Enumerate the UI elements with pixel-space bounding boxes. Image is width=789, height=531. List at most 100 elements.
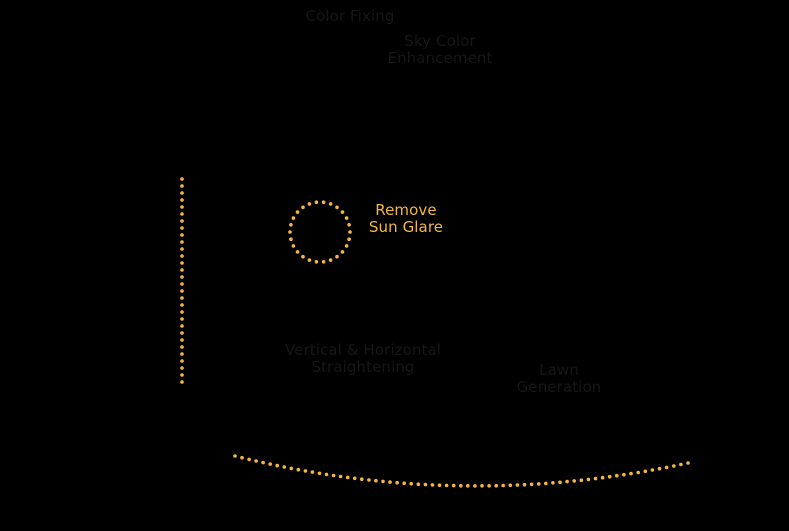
guide-dot (289, 466, 294, 471)
guide-dot (345, 475, 350, 480)
guide-dot (180, 366, 184, 370)
guide-dot (344, 216, 349, 220)
guide-dot (301, 205, 305, 210)
guide-dot (473, 484, 477, 488)
guide-dot (466, 484, 470, 488)
guide-dot (275, 463, 280, 468)
guide-dot (451, 483, 456, 488)
guide-dot (180, 352, 184, 356)
guide-dot (536, 482, 541, 486)
guide-dot (335, 254, 339, 259)
guide-dot (314, 260, 319, 264)
sun-glare-dotted-circle (288, 200, 352, 264)
guide-dot (335, 205, 339, 210)
guide-dot (180, 275, 184, 279)
guide-dot (314, 200, 319, 204)
guide-dot (586, 477, 591, 482)
feature-vertical-horizontal-straightening[interactable]: Vertical & Horizontal Straightening (284, 341, 442, 376)
guide-dot (291, 216, 296, 220)
guide-dot (444, 483, 449, 488)
guide-dot (180, 184, 184, 188)
horizon-dotted-curve (233, 454, 690, 488)
guide-dot (289, 223, 293, 227)
guide-dot (180, 303, 184, 307)
guide-dot (321, 200, 326, 204)
guide-dot (600, 475, 605, 480)
guide-dot (409, 481, 414, 486)
guide-dot (295, 250, 300, 254)
guide-dot (664, 465, 669, 470)
guide-dot (615, 473, 619, 478)
guide-dot (233, 454, 237, 458)
guide-dot (430, 483, 435, 487)
guide-dot (340, 210, 345, 214)
guide-dot (180, 324, 184, 328)
guide-dot (352, 476, 357, 481)
guide-dot (551, 481, 555, 485)
guide-dot (288, 230, 292, 234)
guide-dot (296, 467, 301, 472)
guide-dot (579, 478, 584, 483)
guide-dot (360, 477, 364, 482)
guide-dot (636, 470, 640, 475)
feature-lawn-generation[interactable]: Lawn Generation (516, 361, 602, 396)
guide-dot (307, 258, 312, 262)
guide-dot (291, 244, 296, 248)
guide-dot (459, 484, 463, 488)
guide-dot (508, 483, 513, 488)
feature-remove-sun-glare[interactable]: Remove Sun Glare (368, 201, 444, 236)
guide-dot (423, 482, 428, 487)
guide-dot (301, 254, 305, 259)
guide-dot (643, 469, 648, 474)
guide-dot (340, 250, 345, 254)
guide-dot (254, 459, 258, 463)
guide-dot (344, 244, 349, 248)
guide-dot (303, 469, 308, 473)
feature-color-fixing[interactable]: Color Fixing (305, 7, 395, 25)
guide-dot (629, 471, 633, 476)
guide-dot (679, 462, 683, 467)
guide-dot (180, 261, 184, 265)
guide-dot (180, 345, 184, 349)
guide-dot (347, 237, 351, 241)
guide-dot (480, 484, 484, 488)
guide-dot (522, 482, 527, 487)
guide-dot (402, 481, 407, 486)
guide-dot (180, 373, 184, 377)
guide-dot (180, 247, 184, 251)
guide-dot (607, 474, 612, 479)
guide-dot (261, 460, 265, 465)
guide-dot (180, 317, 184, 321)
guide-dot (622, 472, 626, 477)
guide-dot (501, 483, 506, 488)
guide-dot (686, 461, 690, 465)
guide-dot (180, 205, 184, 209)
guide-dot (247, 457, 251, 462)
guide-dot (180, 296, 184, 300)
guide-dot (180, 226, 184, 230)
guide-dot (672, 464, 676, 468)
guide-dot (328, 202, 333, 206)
vertical-guide-dotted-line (180, 177, 184, 384)
guide-dot (180, 254, 184, 258)
guide-dot (565, 479, 569, 484)
guide-dot (388, 480, 392, 484)
guide-dot (180, 331, 184, 335)
guide-dot (558, 480, 562, 485)
guide-dot (180, 212, 184, 216)
guide-dot (282, 465, 287, 469)
guide-dot (180, 233, 184, 237)
guide-dot (374, 478, 378, 483)
feature-sky-color-enhancement[interactable]: Sky Color Enhancement (387, 32, 493, 67)
guide-dot (310, 470, 315, 474)
guide-dot (593, 476, 598, 481)
guide-dot (650, 468, 655, 472)
guide-dot (328, 258, 333, 262)
guide-dot (180, 359, 184, 363)
guide-dot (494, 483, 499, 488)
guide-dot (324, 472, 329, 477)
guide-dot (180, 282, 184, 286)
guide-dot (321, 260, 326, 264)
